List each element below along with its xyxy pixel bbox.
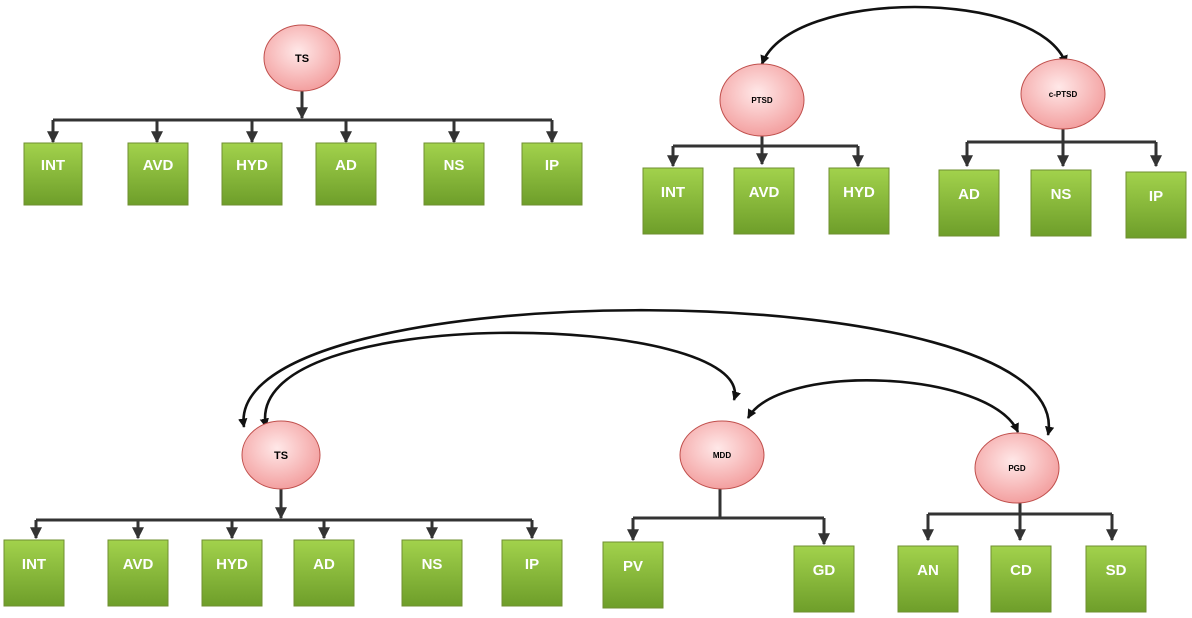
indicator-box-ip: IP (501, 539, 563, 607)
panel-top-right: PTSD c-PTSD INT AVD HYD AD NS IP (642, 5, 1187, 239)
correlation-curve-ts-mdd (259, 331, 741, 428)
indicator-box-int: INT (642, 167, 704, 235)
indicator-label: IP (1149, 188, 1163, 205)
factor-label: c-PTSD (1049, 90, 1078, 99)
factor-label: TS (295, 53, 309, 65)
indicator-box-pv: PV (602, 541, 664, 609)
indicator-label: NS (422, 556, 443, 573)
indicator-box-avd: AVD (127, 142, 189, 206)
indicator-label: HYD (236, 157, 268, 174)
indicator-label: INT (41, 157, 65, 174)
panel-bottom: TS MDD PGD INT AVD HYD AD NS (3, 308, 1147, 613)
indicator-label: HYD (216, 556, 248, 573)
indicator-box-hyd: HYD (201, 539, 263, 607)
indicator-label: CD (1010, 562, 1032, 579)
indicator-label: HYD (843, 184, 875, 201)
indicator-box-ns: NS (1030, 169, 1092, 237)
indicator-box-int: INT (23, 142, 83, 206)
factor-ellipse-pgd: PGD (974, 432, 1060, 504)
indicator-box-ad: AD (315, 142, 377, 206)
factor-ellipse-ts: TS (263, 24, 341, 92)
indicator-box-hyd: HYD (221, 142, 283, 206)
factor-ellipse-ptsd: PTSD (719, 63, 805, 137)
indicator-box-int: INT (3, 539, 65, 607)
factor-label: MDD (713, 451, 731, 460)
indicator-label: AD (313, 556, 335, 573)
indicator-label: PV (623, 558, 643, 575)
indicator-label: IP (525, 556, 539, 573)
indicator-box-ad: AD (938, 169, 1000, 237)
correlation-curve-ts-pgd (238, 308, 1055, 436)
indicator-box-hyd: HYD (828, 167, 890, 235)
panel-top-left: TS INT AVD HYD AD NS IP (23, 24, 583, 206)
indicator-box-ns: NS (401, 539, 463, 607)
indicator-box-ip: IP (521, 142, 583, 206)
factor-ellipse-cptsd: c-PTSD (1020, 58, 1106, 130)
indicator-box-cd: CD (990, 545, 1052, 613)
indicator-label: GD (813, 562, 836, 579)
indicator-label: AD (958, 186, 980, 203)
indicator-label: AD (335, 157, 357, 174)
indicator-label: INT (22, 556, 46, 573)
indicator-box-avd: AVD (733, 167, 795, 235)
indicator-label: INT (661, 184, 685, 201)
indicator-label: AN (917, 562, 939, 579)
indicator-label: NS (444, 157, 465, 174)
indicator-box-an: AN (897, 545, 959, 613)
indicator-label: NS (1051, 186, 1072, 203)
factor-label: PTSD (751, 96, 773, 105)
correlation-curve (760, 5, 1068, 65)
indicator-label: SD (1106, 562, 1127, 579)
indicator-box-ns: NS (423, 142, 485, 206)
indicator-label: AVD (749, 184, 780, 201)
factor-label: TS (274, 450, 288, 462)
indicator-label: IP (545, 157, 559, 174)
indicator-box-sd: SD (1085, 545, 1147, 613)
indicator-label: AVD (143, 157, 174, 174)
factor-label: PGD (1008, 464, 1026, 473)
indicator-label: AVD (123, 556, 154, 573)
indicator-box-avd: AVD (107, 539, 169, 607)
correlation-curve-mdd-pgd (746, 379, 1020, 433)
factor-ellipse-mdd: MDD (679, 420, 765, 490)
indicator-box-gd: GD (793, 545, 855, 613)
factor-ellipse-ts: TS (241, 420, 321, 490)
indicator-box-ad: AD (293, 539, 355, 607)
indicator-box-ip: IP (1125, 171, 1187, 239)
